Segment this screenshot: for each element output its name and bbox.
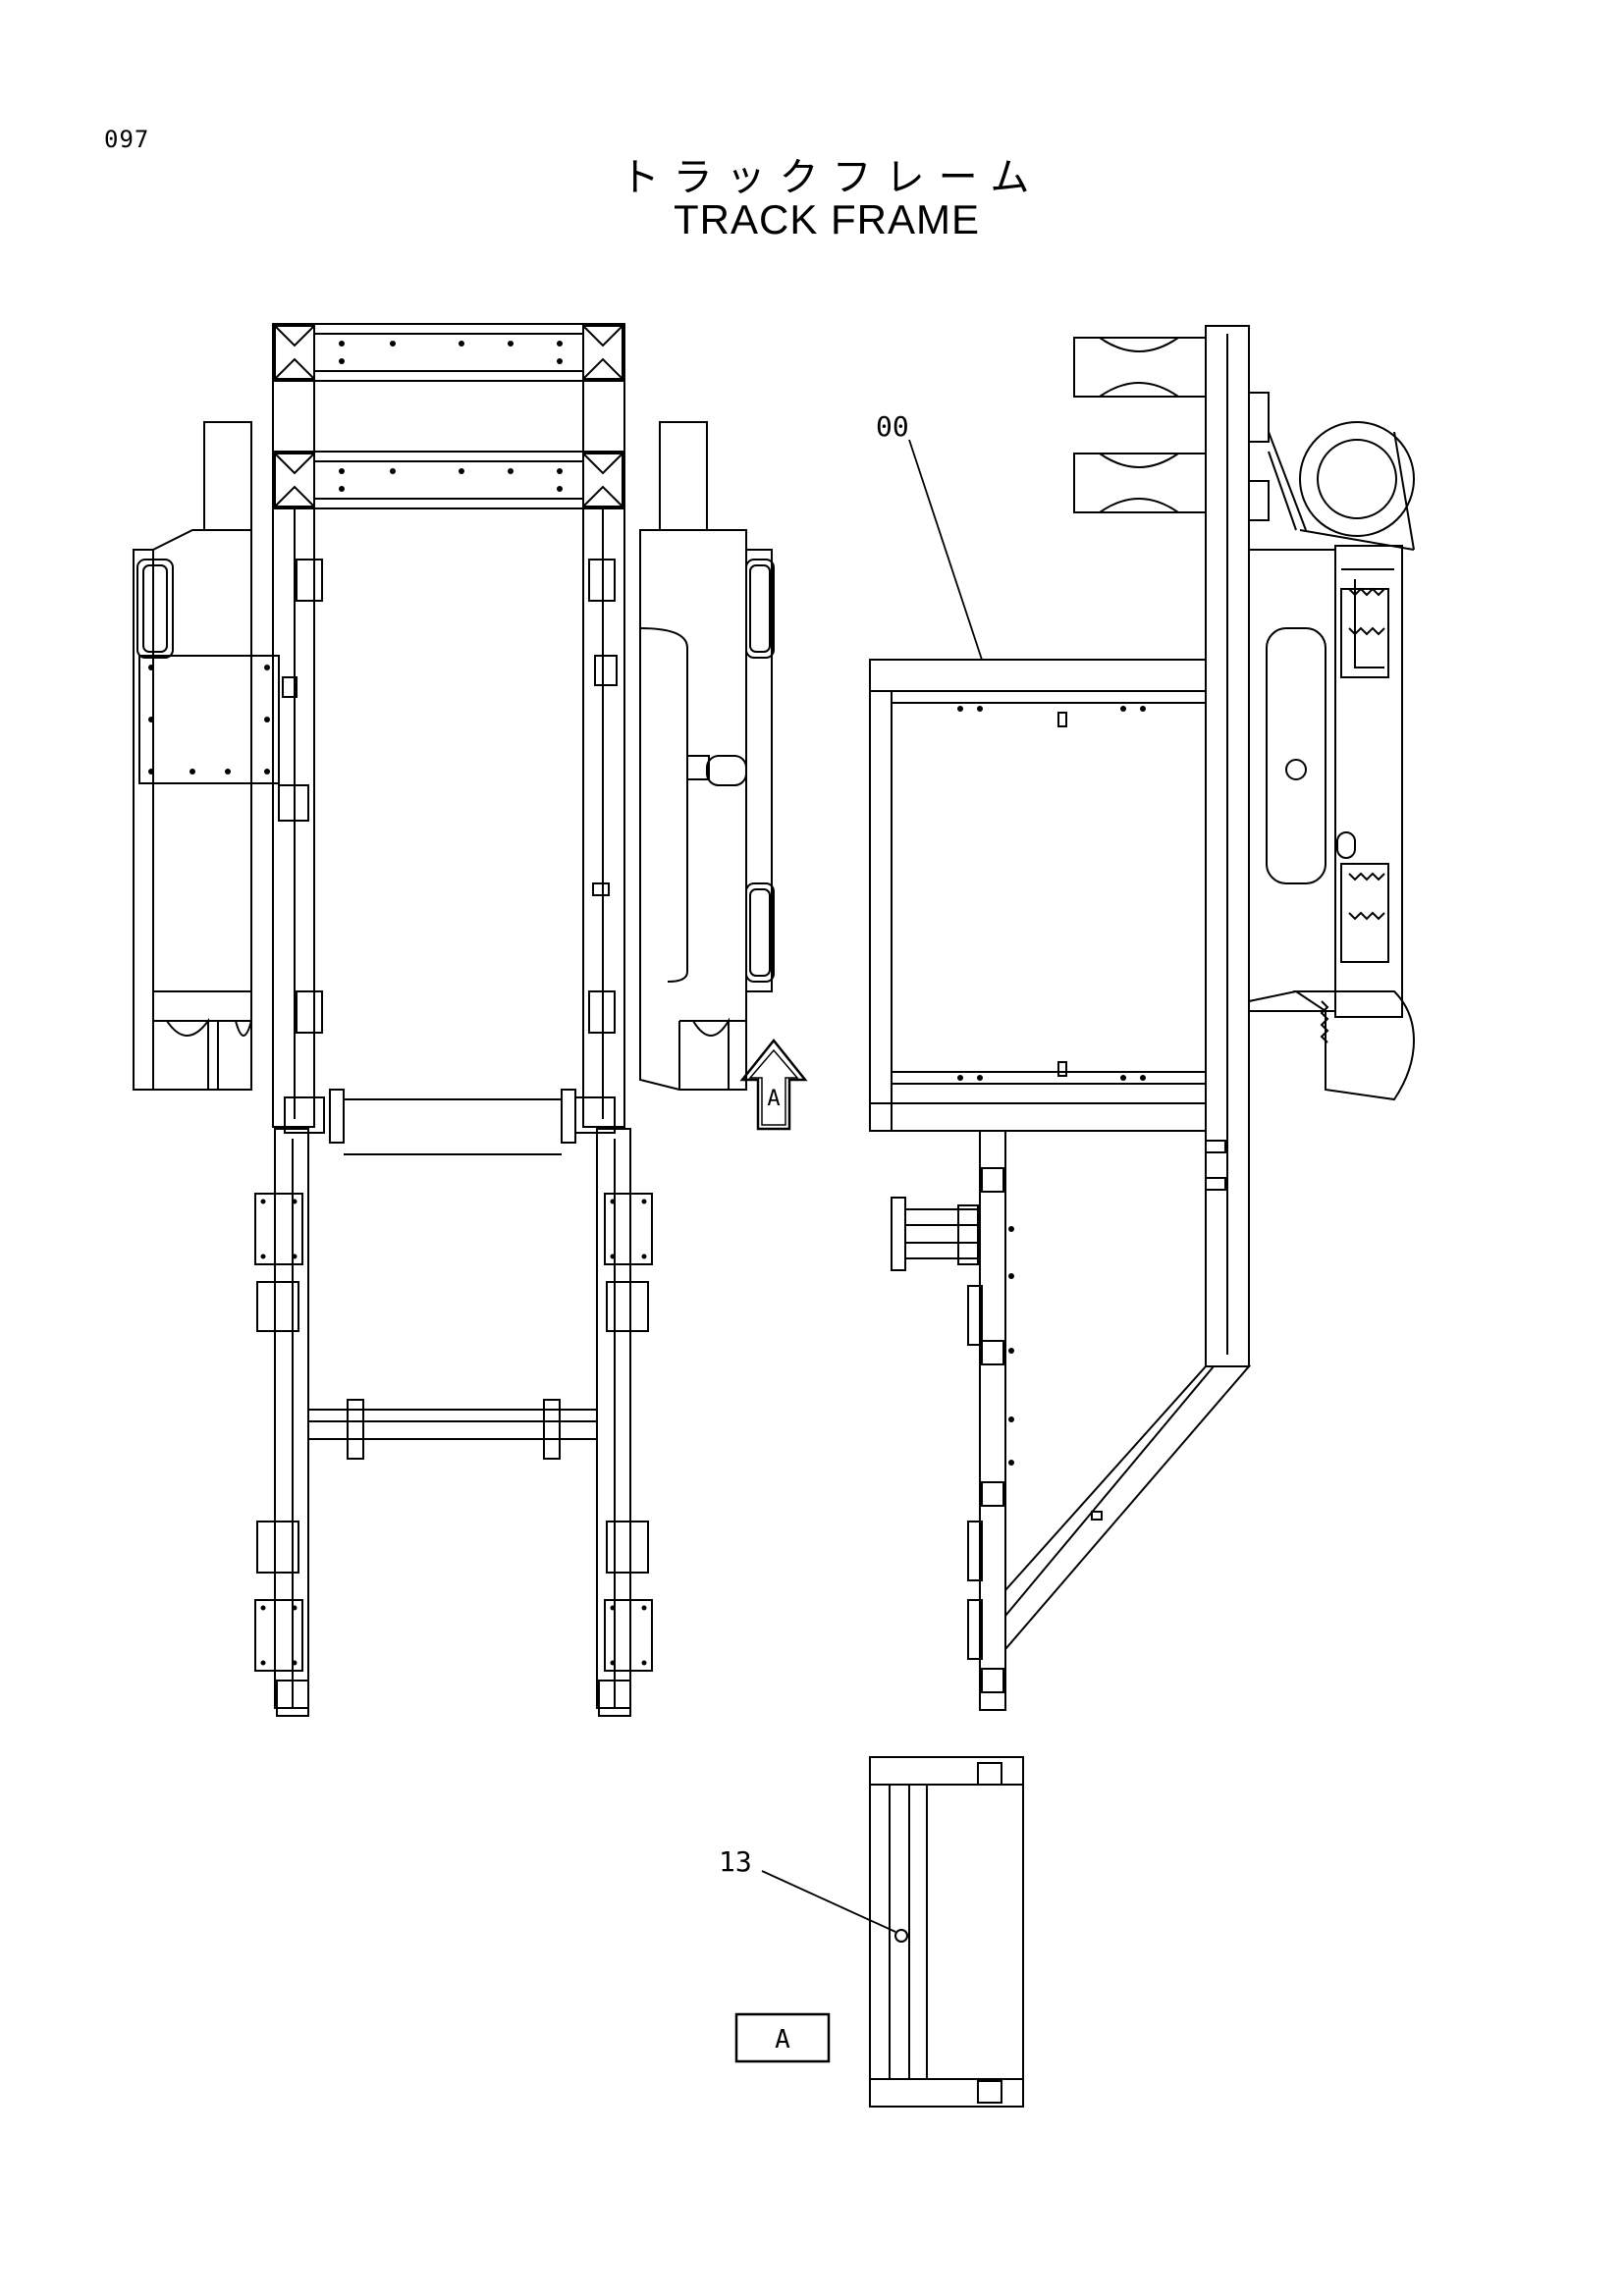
detail-view-label: A: [775, 2025, 790, 2055]
title-japanese: トラックフレーム: [620, 155, 1044, 200]
top-view-frame: [133, 323, 775, 1717]
side-view-frame: [869, 325, 1416, 1711]
part-13-marker: [894, 1929, 908, 1943]
title-english: TRACK FRAME: [673, 196, 980, 242]
detail-view-a: [869, 1756, 1024, 2108]
view-arrow-a: A: [739, 1038, 808, 1131]
page-number: 097: [104, 126, 150, 153]
callout-part-13: 13: [719, 1845, 752, 1878]
view-arrow-label: A: [767, 1087, 780, 1111]
callout-part-00: 00: [876, 410, 909, 443]
leader-lines: [761, 439, 983, 1933]
detail-label-box: [734, 2012, 831, 2063]
